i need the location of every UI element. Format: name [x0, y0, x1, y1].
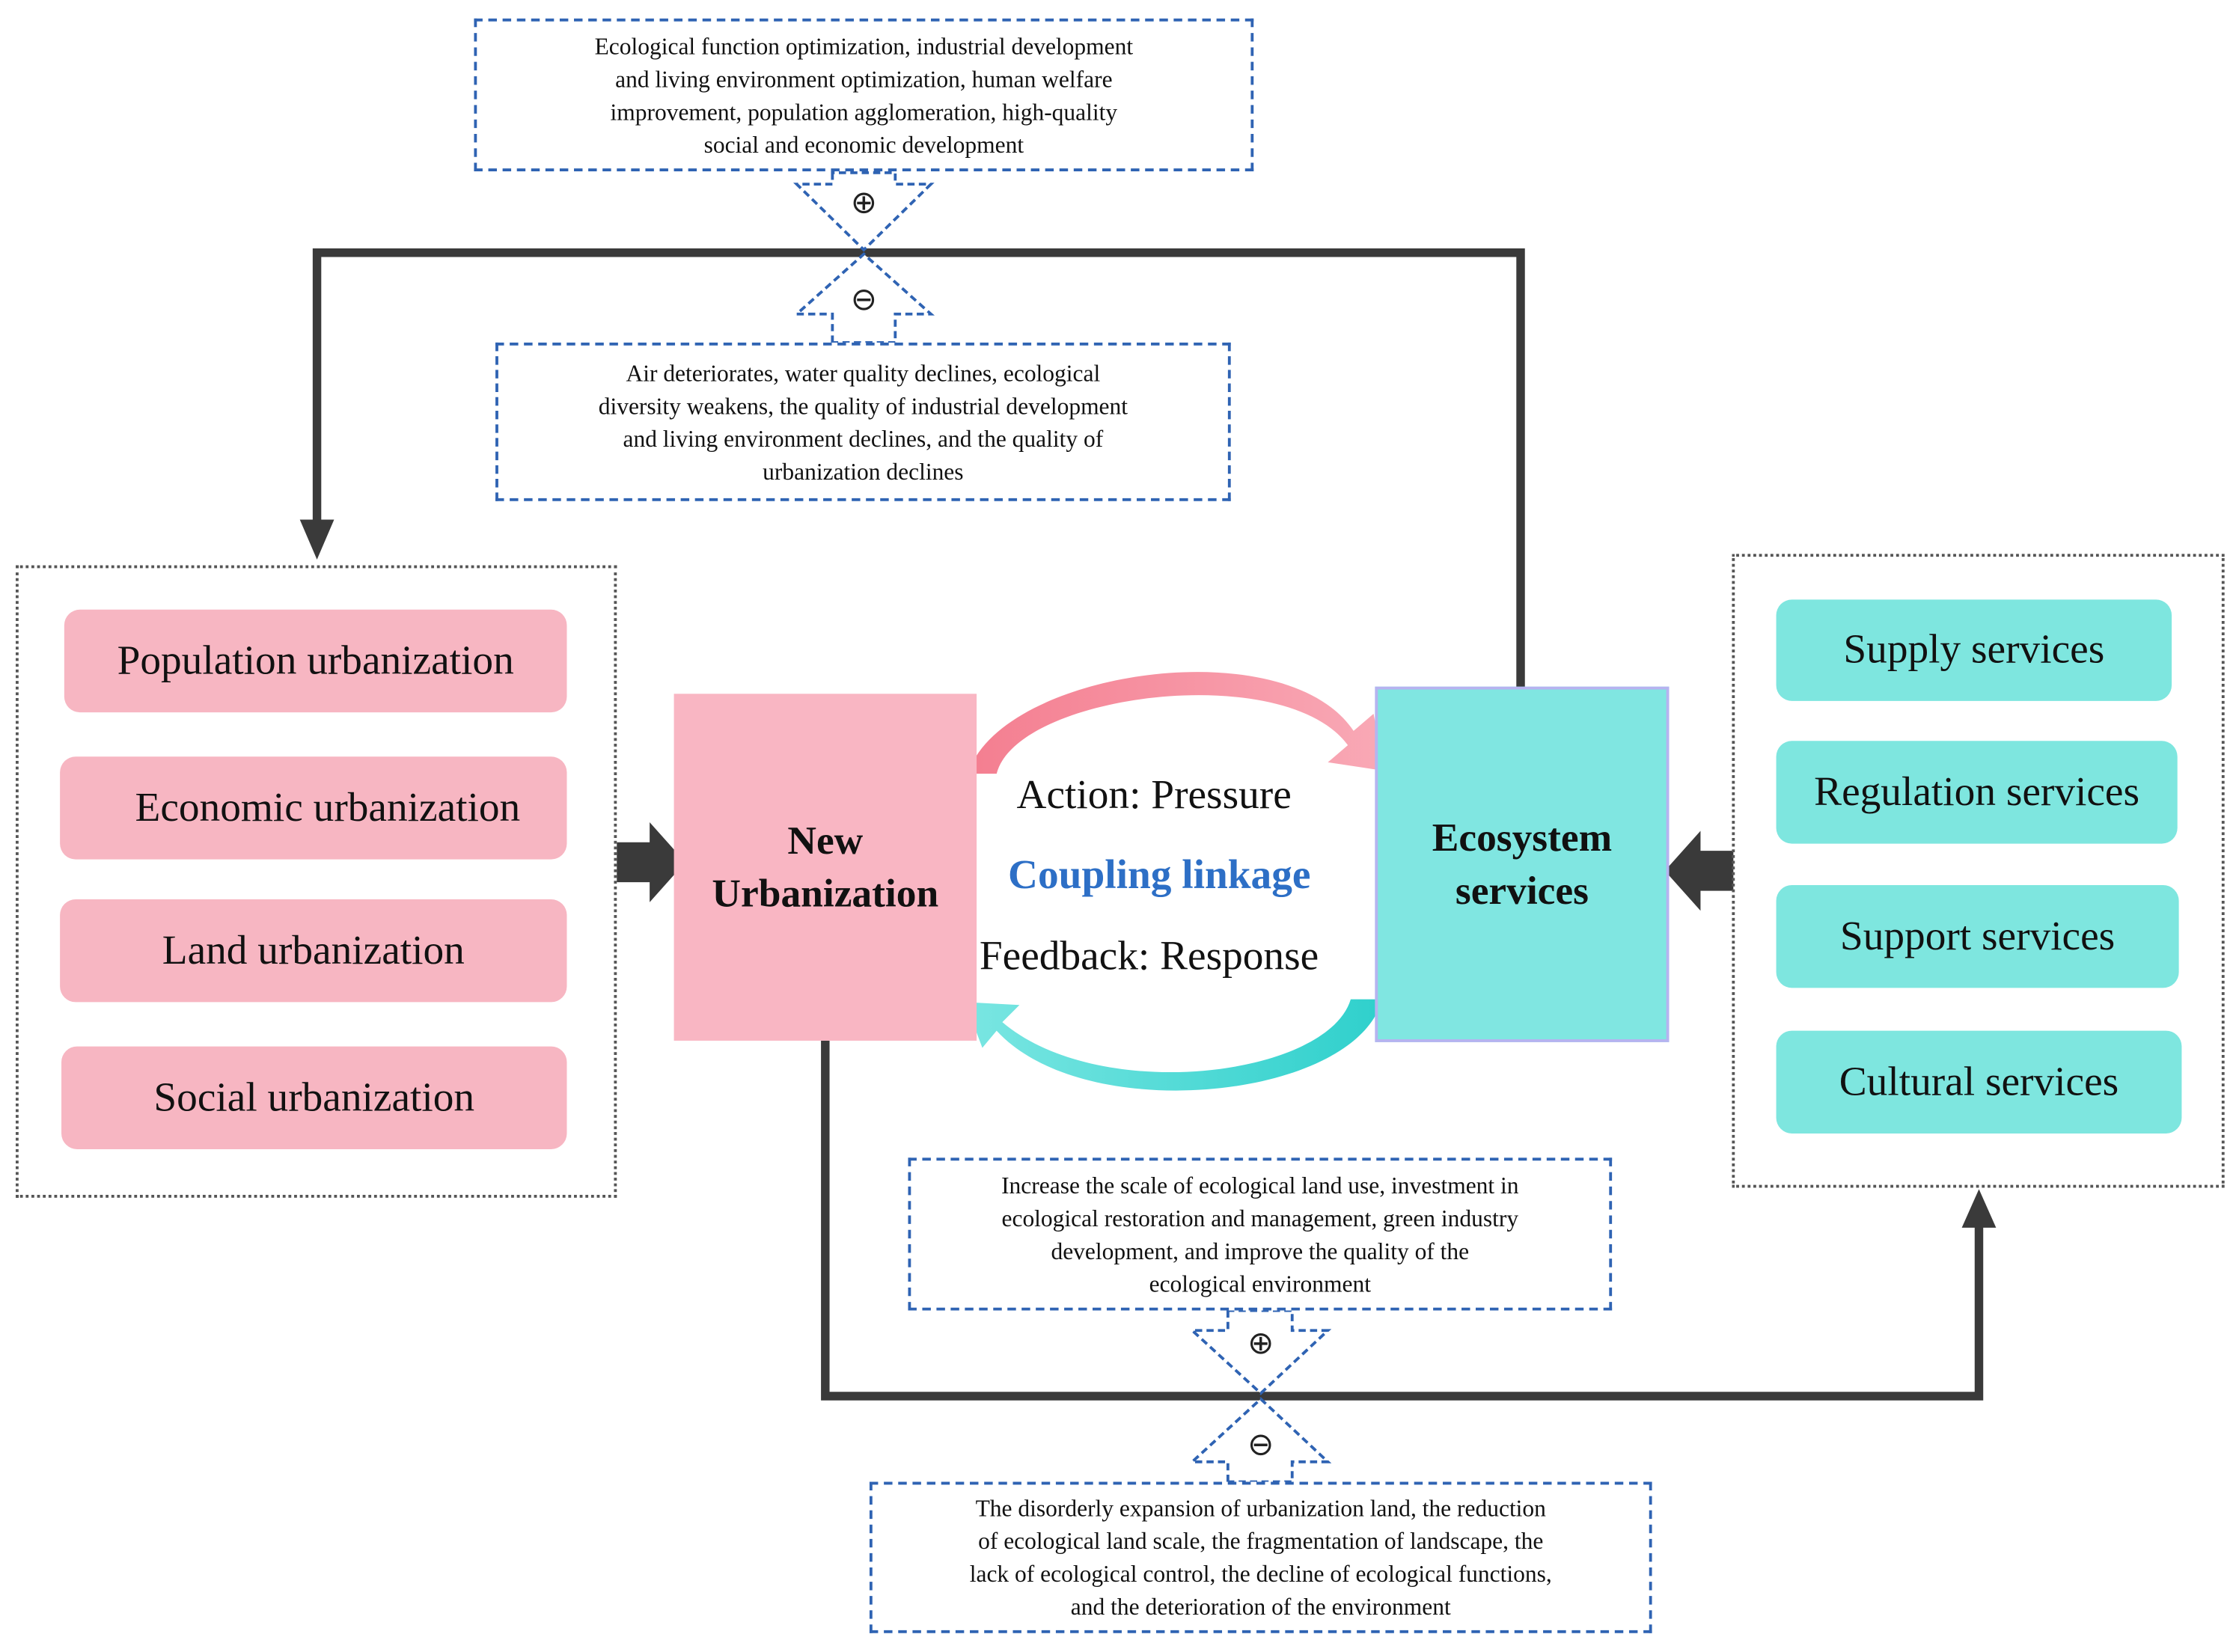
- support-services-item: Support services: [1776, 884, 2179, 988]
- supply-services-item: Supply services: [1776, 599, 2172, 701]
- bottom-positive-marker: [1188, 1309, 1332, 1395]
- top-positive-symbol: ⊕: [850, 186, 877, 221]
- ecosystem-services-line: services: [1455, 869, 1589, 914]
- population-urbanization-item: Population urbanization: [64, 609, 567, 713]
- note-line: ecological environment: [1149, 1270, 1371, 1297]
- bottom-positive-symbol: ⊕: [1247, 1326, 1274, 1362]
- note-line: development, and improve the quality of …: [1051, 1237, 1470, 1264]
- cultural-services-item: Cultural services: [1776, 1030, 2182, 1134]
- action-pressure-label: Action: Pressure: [1016, 772, 1292, 819]
- regulation-services-item: Regulation services: [1776, 741, 2178, 844]
- bottom-positive-note: Increase the scale of ecological land us…: [908, 1157, 1613, 1311]
- note-line: diversity weakens, the quality of indust…: [598, 391, 1128, 419]
- top-negative-symbol: ⊖: [850, 282, 877, 319]
- note-line: Ecological function optimization, indust…: [594, 31, 1134, 60]
- ecosystem-services-box: Ecosystem services: [1375, 686, 1670, 1042]
- new-urbanization-line: New: [787, 819, 864, 863]
- note-line: The disorderly expansion of urbanization…: [975, 1494, 1546, 1522]
- feedback-curved-arrow: [965, 999, 1382, 1091]
- economic-urbanization-item: Economic urbanization: [60, 756, 567, 860]
- bottom-negative-marker: [1188, 1397, 1332, 1484]
- top-positive-note: Ecological function optimization, indust…: [474, 18, 1254, 171]
- note-line: and the deterioration of the environment: [1070, 1593, 1451, 1621]
- bottom-negative-note: The disorderly expansion of urbanization…: [869, 1481, 1652, 1633]
- top-positive-marker: [792, 171, 935, 252]
- land-urbanization-item: Land urbanization: [60, 899, 567, 1003]
- top-feedback-line: [312, 248, 1525, 691]
- new-urbanization-line: Urbanization: [712, 871, 939, 916]
- note-line: of ecological land scale, the fragmentat…: [978, 1527, 1544, 1555]
- note-line: Air deteriorates, water quality declines…: [626, 358, 1101, 387]
- top-negative-note: Air deteriorates, water quality declines…: [495, 342, 1231, 501]
- bottom-feedback-arrowhead: [1961, 1189, 1997, 1228]
- note-line: social and economic development: [703, 130, 1024, 158]
- ecosystem-panel: [1732, 554, 2225, 1188]
- note-line: urbanization declines: [763, 457, 964, 485]
- note-line: improvement, population agglomeration, h…: [610, 97, 1118, 125]
- right-block-arrow: [1664, 830, 1734, 911]
- left-block-arrow: [617, 822, 685, 902]
- top-negative-marker: [792, 252, 935, 344]
- bottom-negative-symbol: ⊖: [1247, 1428, 1274, 1463]
- bottom-feedback-line: [821, 1040, 1984, 1401]
- ecosystem-services-line: Ecosystem: [1432, 816, 1613, 860]
- note-line: ecological restoration and management, g…: [1001, 1204, 1519, 1232]
- top-feedback-arrowhead: [299, 519, 335, 560]
- action-curved-arrow: [968, 672, 1385, 774]
- note-line: Increase the scale of ecological land us…: [1001, 1171, 1519, 1199]
- note-line: and living environment optimization, hum…: [615, 64, 1113, 93]
- feedback-response-label: Feedback: Response: [979, 933, 1319, 979]
- urbanization-panel: [15, 565, 617, 1198]
- note-line: and living environment declines, and the…: [623, 424, 1104, 452]
- social-urbanization-item: Social urbanization: [61, 1046, 567, 1149]
- new-urbanization-box: New Urbanization: [673, 694, 977, 1041]
- note-line: lack of ecological control, the decline …: [969, 1560, 1552, 1588]
- coupling-linkage-label: Coupling linkage: [1008, 852, 1311, 899]
